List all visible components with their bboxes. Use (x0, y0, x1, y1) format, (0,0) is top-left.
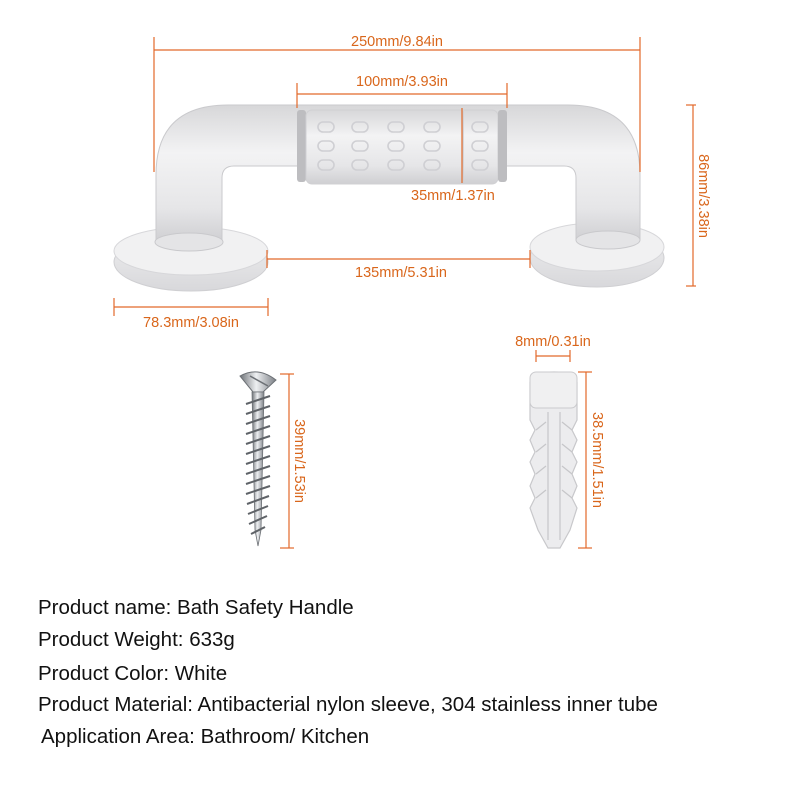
dim-grip-length: 100mm/3.93in (296, 74, 508, 108)
wall-anchor (529, 371, 578, 549)
dim-screw-length: 39mm/1.53in (280, 373, 307, 549)
dim-inner-span: 135mm/5.31in (266, 250, 531, 281)
inner-span-label: 135mm/5.31in (355, 265, 447, 281)
grab-bar (113, 104, 665, 292)
dim-overall-length: 250mm/9.84in (153, 34, 641, 172)
spec-value: Bath Safety Handle (177, 596, 354, 619)
left-collar (154, 232, 224, 252)
dim-height: 86mm/3.38in (686, 104, 711, 287)
spec-value: White (174, 662, 228, 685)
overall-length-label: 250mm/9.84in (351, 34, 443, 50)
height-label: 86mm/3.38in (695, 154, 711, 238)
spec-application-area: Application Area: Bathroom/ Kitchen (41, 725, 369, 749)
grip-texture (317, 121, 489, 171)
grip-sleeve (305, 109, 499, 185)
spec-label: Product Color: (38, 662, 170, 685)
dim-base-diameter: 78.3mm/3.08in (113, 298, 269, 331)
spec-value: 633g (189, 628, 235, 651)
grip-length-label: 100mm/3.93in (356, 74, 448, 90)
spec-product-material: Product Material: Antibacterial nylon sl… (38, 693, 658, 717)
screw (239, 371, 277, 547)
right-collar (575, 230, 641, 250)
spec-label: Product Weight: (38, 628, 184, 651)
screw-head (239, 371, 277, 393)
spec-label: Application Area: (41, 725, 195, 748)
base-diameter-label: 78.3mm/3.08in (143, 315, 239, 331)
dim-anchor-length: 38.5mm/1.51in (578, 371, 605, 549)
anchor-head (529, 371, 578, 409)
screw-threads (245, 395, 271, 535)
spec-product-weight: Product Weight: 633g (38, 628, 235, 652)
spec-label: Product Material: (38, 693, 193, 716)
spec-value: Bathroom/ Kitchen (200, 725, 370, 748)
grip-ring-left (297, 110, 306, 182)
spec-product-name: Product name: Bath Safety Handle (38, 596, 354, 620)
anchor-length-label: 38.5mm/1.51in (589, 412, 605, 508)
spec-product-color: Product Color: White (38, 662, 227, 686)
spec-value: Antibacterial nylon sleeve, 304 stainles… (197, 693, 658, 716)
anchor-diameter-label: 8mm/0.31in (515, 334, 591, 350)
grip-ring-right (498, 110, 507, 182)
spec-label: Product name: (38, 596, 172, 619)
grip-diameter-label: 35mm/1.37in (411, 188, 495, 204)
dim-grip-diameter: 35mm/1.37in (411, 108, 495, 204)
screw-length-label: 39mm/1.53in (291, 419, 307, 503)
dim-anchor-diameter: 8mm/0.31in (515, 334, 591, 362)
